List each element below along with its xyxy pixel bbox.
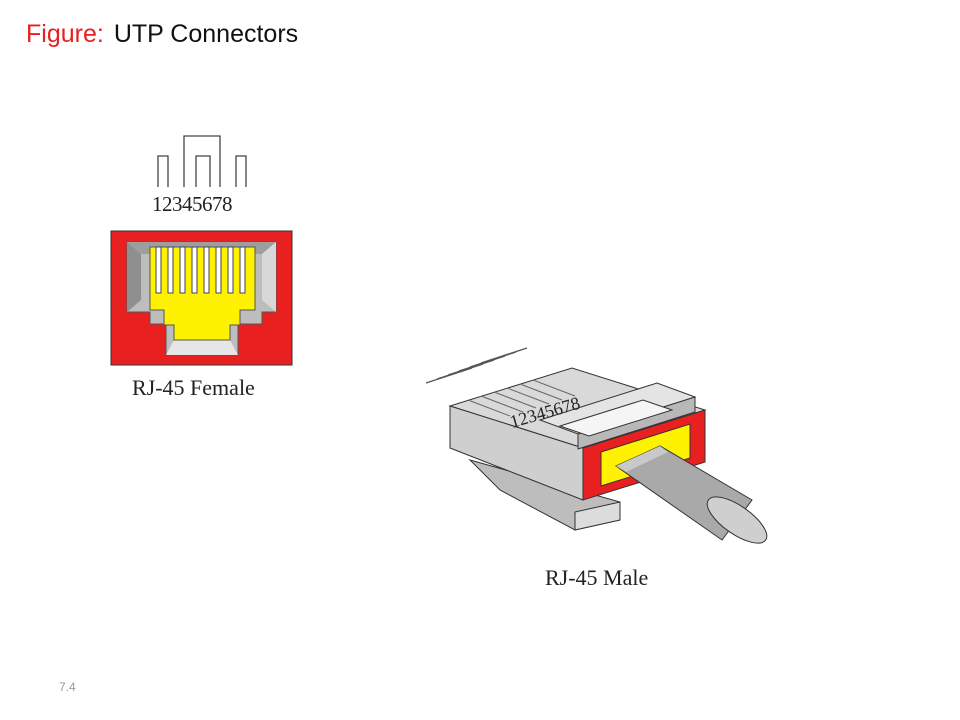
male-contact-grooves — [467, 379, 576, 417]
male-label: RJ-45 Male — [545, 565, 648, 590]
rj45-female: 12345678 RJ-45 Female — [110, 135, 293, 400]
female-cavity-left-bevel — [127, 242, 141, 312]
male-latch-window — [558, 399, 674, 437]
female-cavity-right-bevel — [262, 242, 276, 312]
male-wire-leads — [425, 347, 528, 384]
female-label: RJ-45 Female — [132, 375, 255, 400]
female-cavity-bottom-bevel — [166, 340, 238, 355]
pair-4-5 — [183, 135, 221, 187]
female-contact-slots — [155, 246, 246, 294]
male-cable-end — [706, 496, 768, 544]
rj45-male: 12345678 RJ-45 Male — [425, 347, 768, 590]
female-pin-pairs — [157, 135, 247, 187]
female-pin-numbers: 12345678 — [152, 192, 232, 216]
pair-7-8 — [235, 155, 247, 187]
male-locking-tab-tip — [574, 501, 621, 531]
male-cable-highlight — [616, 446, 668, 472]
pair-3-6 — [195, 155, 211, 187]
figure-title-prefix: Figure: — [26, 20, 104, 48]
figure-title-text: UTP Connectors — [113, 20, 299, 48]
slide-number: 7.4 — [59, 680, 76, 694]
figure-title: Figure: UTP Connectors — [26, 20, 298, 49]
pair-1-2 — [157, 155, 169, 187]
